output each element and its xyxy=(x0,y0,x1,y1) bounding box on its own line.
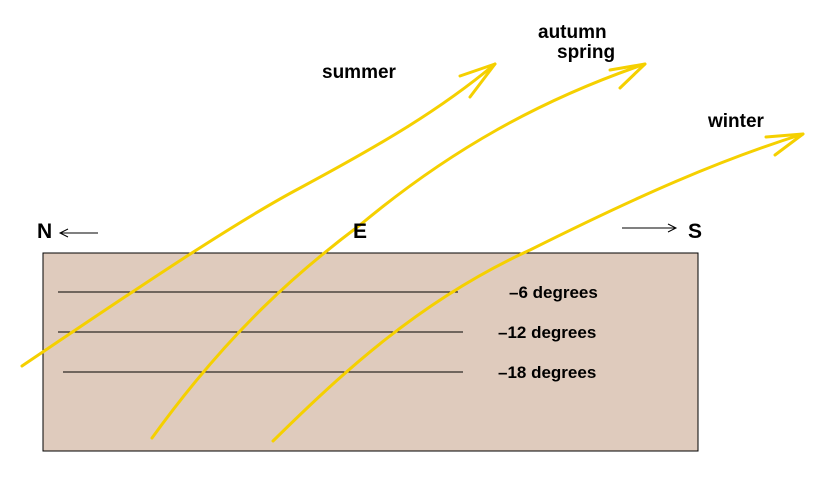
spring-autumn-path xyxy=(150,62,647,440)
summer-arrowhead-icon xyxy=(458,62,497,99)
summer-path xyxy=(20,62,497,368)
autumn-label: autumn xyxy=(538,22,607,43)
spring-label: spring xyxy=(557,42,615,63)
depth-label-18: –18 degrees xyxy=(498,363,596,382)
depth-label-12: –12 degrees xyxy=(498,323,596,342)
north-arrow-icon xyxy=(58,228,98,238)
spring-autumn-arrowhead-icon xyxy=(608,62,647,90)
summer-label: summer xyxy=(322,62,397,83)
north-label: N xyxy=(37,220,52,243)
depth-label-6: –6 degrees xyxy=(509,283,598,302)
south-label: S xyxy=(688,220,702,243)
winter-label: winter xyxy=(707,111,765,132)
south-arrow-icon xyxy=(622,223,678,233)
winter-path xyxy=(271,132,805,443)
winter-arrowhead-icon xyxy=(764,132,805,157)
east-label: E xyxy=(353,220,367,243)
